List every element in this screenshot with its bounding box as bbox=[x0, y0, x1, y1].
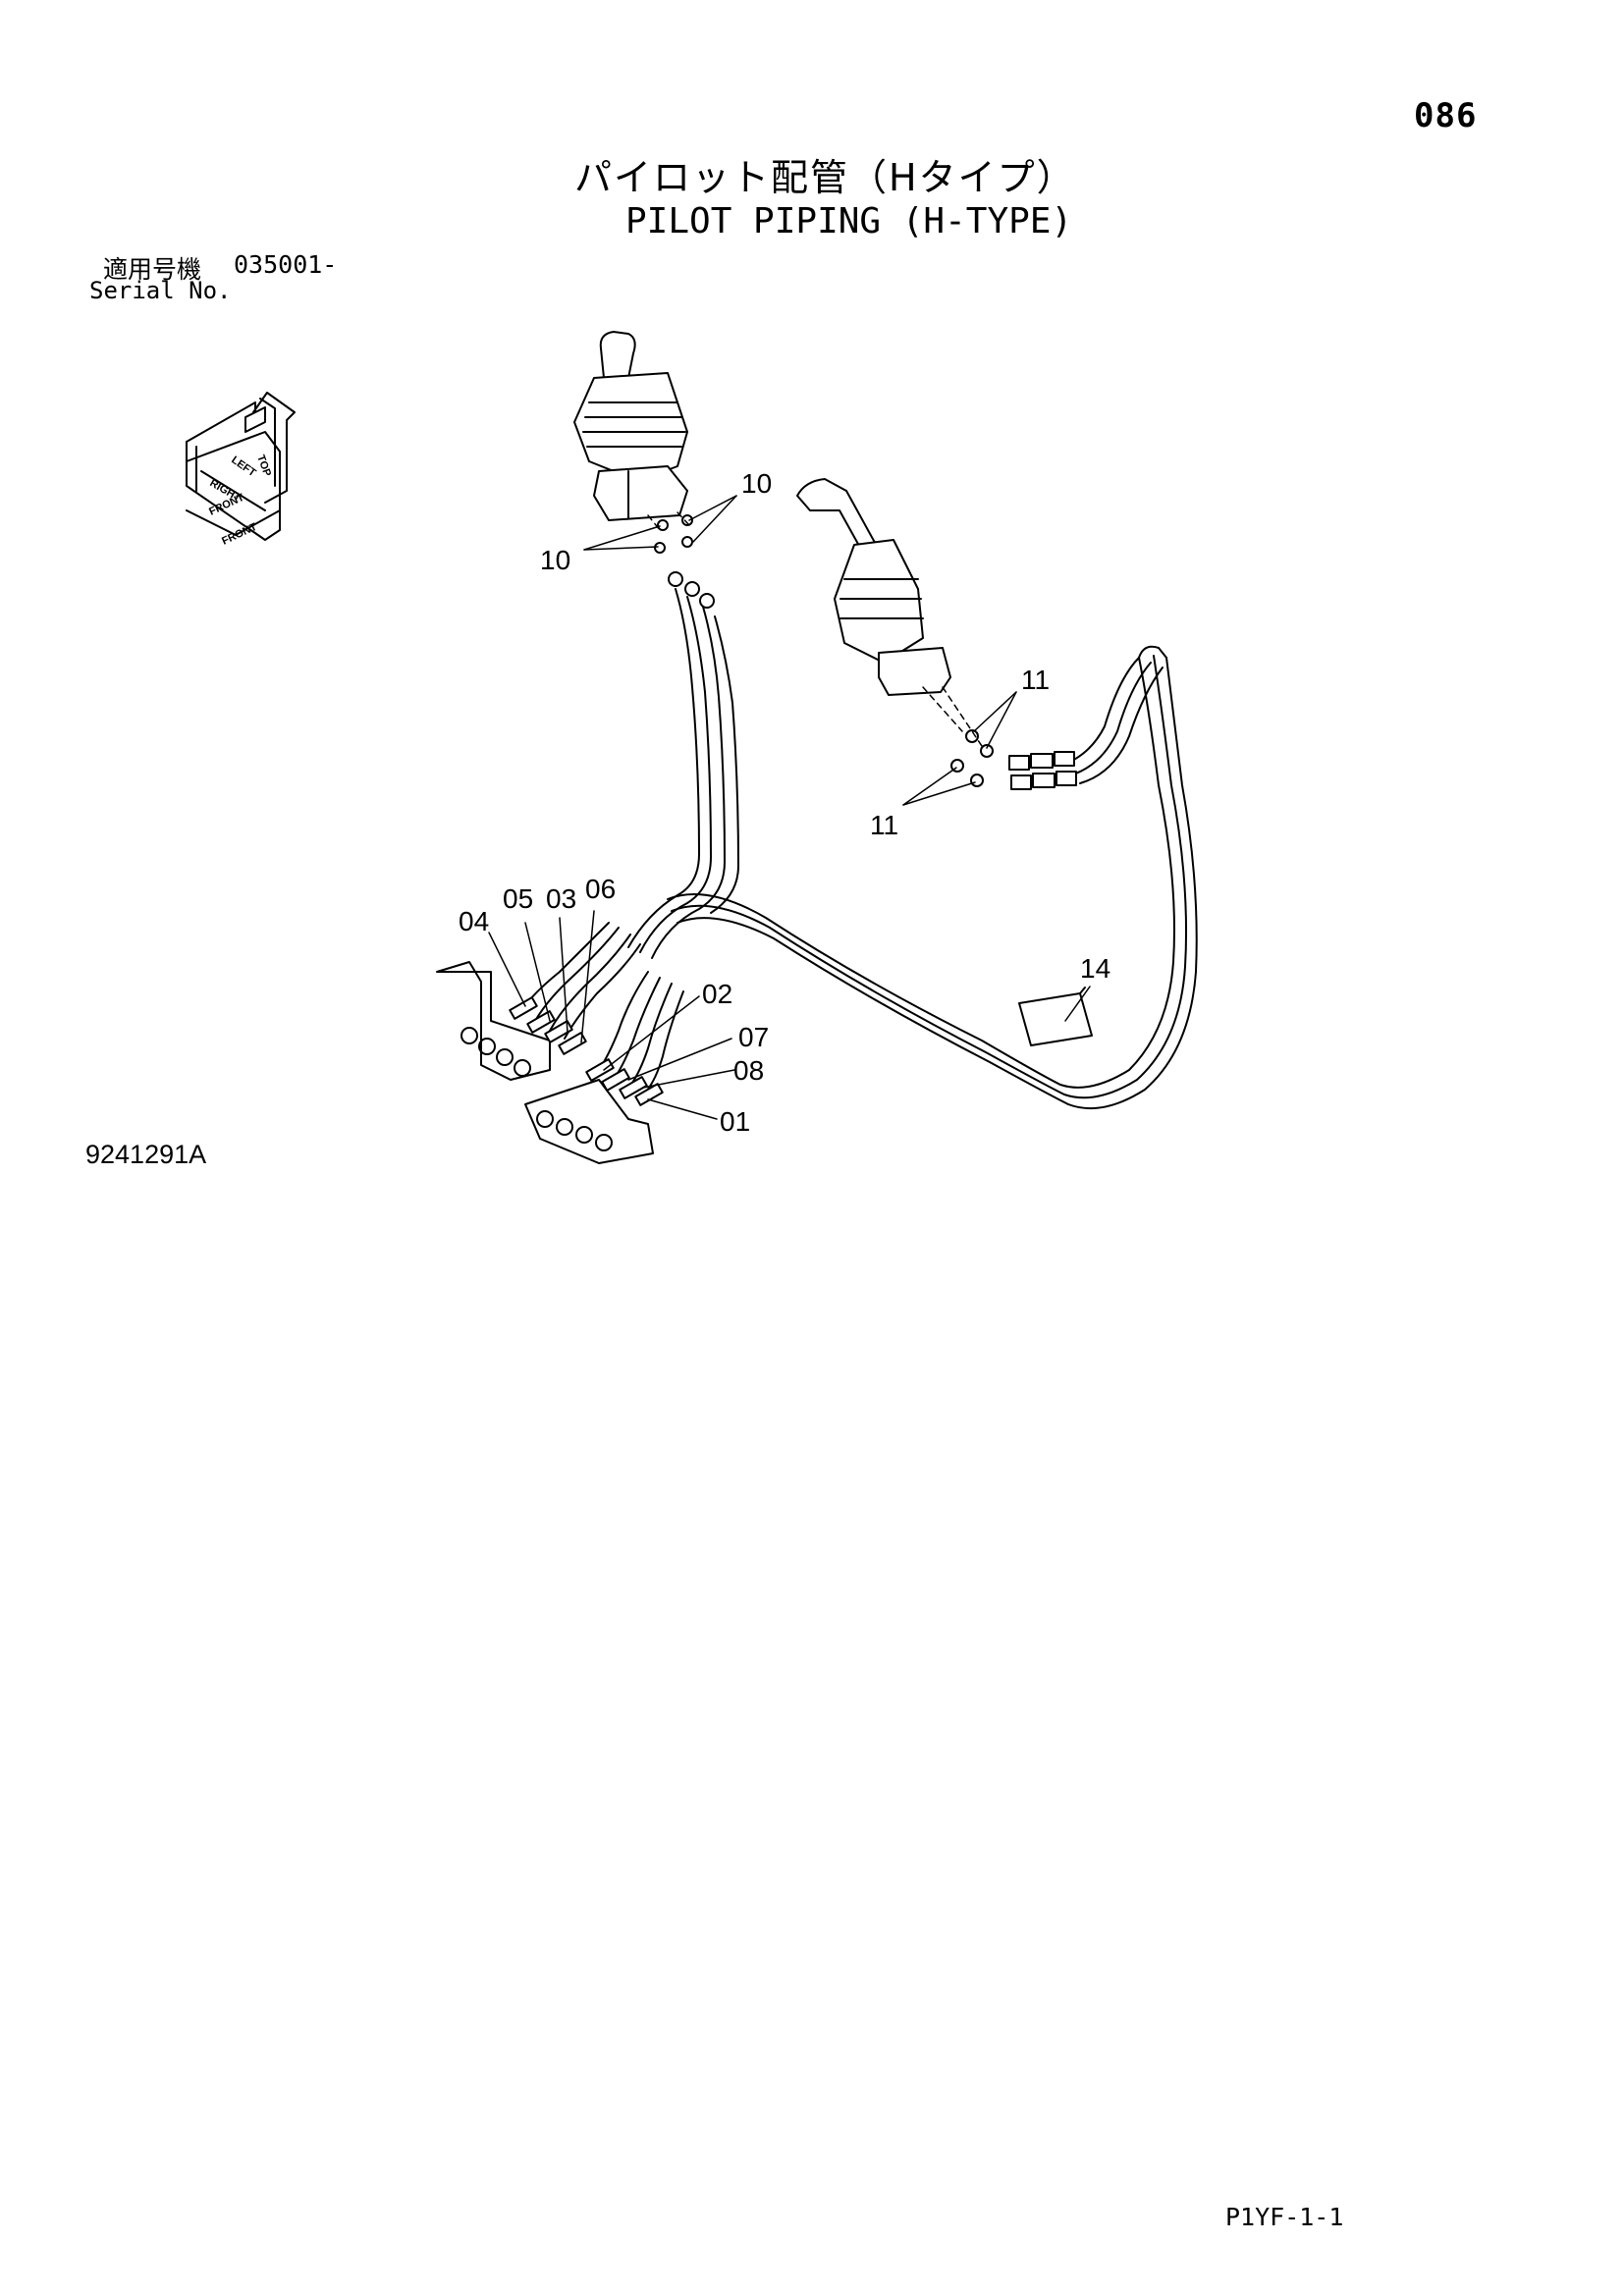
callout-08: 08 bbox=[733, 1055, 764, 1086]
callout-14: 14 bbox=[1080, 953, 1110, 984]
hose-bundle-left bbox=[627, 588, 739, 959]
left-pilot-valve bbox=[573, 331, 715, 609]
hose-main-run bbox=[667, 645, 1198, 1110]
valve-leaders bbox=[647, 511, 983, 747]
orientation-label-front-lower: FRONT bbox=[220, 521, 259, 548]
right-pilot-valve bbox=[796, 478, 994, 787]
right-lower-bracket bbox=[524, 971, 684, 1164]
drawing-number: 9241291A bbox=[85, 1140, 207, 1169]
callout-leaders bbox=[488, 495, 1091, 1120]
serial-label-english: Serial No. bbox=[89, 277, 232, 304]
sheet-code: P1YF-1-1 bbox=[1225, 2203, 1344, 2231]
callout-06: 06 bbox=[585, 874, 616, 904]
callout-10-right: 10 bbox=[741, 468, 772, 499]
orientation-indicator: LEFT TOP RIGHT FRONT FRONT bbox=[186, 392, 296, 548]
serial-range: 035001- bbox=[234, 250, 338, 279]
page-title-english: PILOT PIPING (H-TYPE) bbox=[625, 201, 1073, 241]
page-number: 086 bbox=[1414, 96, 1478, 135]
callout-04: 04 bbox=[459, 906, 489, 936]
callout-11-top: 11 bbox=[1021, 665, 1050, 695]
callout-11-bottom: 11 bbox=[870, 810, 898, 840]
callout-03: 03 bbox=[546, 883, 576, 914]
callout-07: 07 bbox=[738, 1022, 769, 1052]
left-lower-bracket bbox=[436, 922, 641, 1081]
page-title-japanese: パイロット配管（Hタイプ） bbox=[574, 156, 1076, 199]
right-fittings bbox=[1008, 751, 1077, 790]
callout-02: 02 bbox=[702, 979, 732, 1009]
component-14-block bbox=[1018, 987, 1093, 1046]
callout-01: 01 bbox=[720, 1106, 750, 1137]
callout-10-left: 10 bbox=[540, 545, 570, 575]
serial-label-japanese: 適用号機 bbox=[103, 255, 202, 284]
callout-05: 05 bbox=[503, 883, 533, 914]
callout-labels: 10 10 11 11 04 05 03 06 02 07 08 01 14 bbox=[459, 468, 1110, 1137]
